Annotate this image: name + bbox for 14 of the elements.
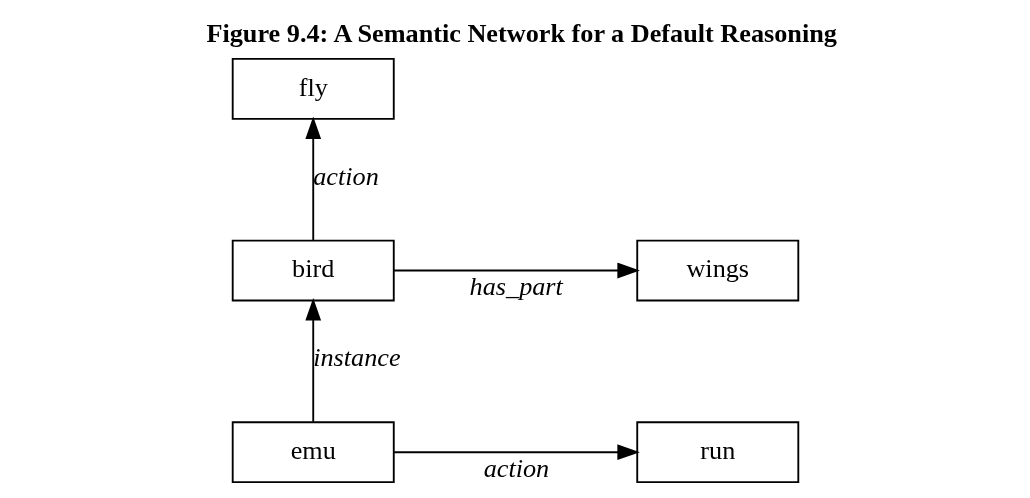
edge-label: action bbox=[312, 161, 379, 191]
edge-label: action bbox=[483, 453, 549, 483]
node-box: bird bbox=[231, 239, 395, 302]
node-box: fly bbox=[231, 57, 395, 120]
arrow bbox=[304, 116, 321, 242]
arrow bbox=[392, 444, 640, 461]
node-box: emu bbox=[231, 421, 395, 484]
edge-label: instance bbox=[312, 343, 401, 373]
node-box: wings bbox=[635, 239, 799, 302]
node-box: run bbox=[635, 421, 799, 484]
edge-label: has_part bbox=[469, 272, 563, 302]
arrow bbox=[392, 262, 640, 279]
diagram-title: Figure 9.4: A Semantic Network for a Default Reasoning bbox=[205, 19, 837, 49]
arrow bbox=[304, 298, 321, 423]
